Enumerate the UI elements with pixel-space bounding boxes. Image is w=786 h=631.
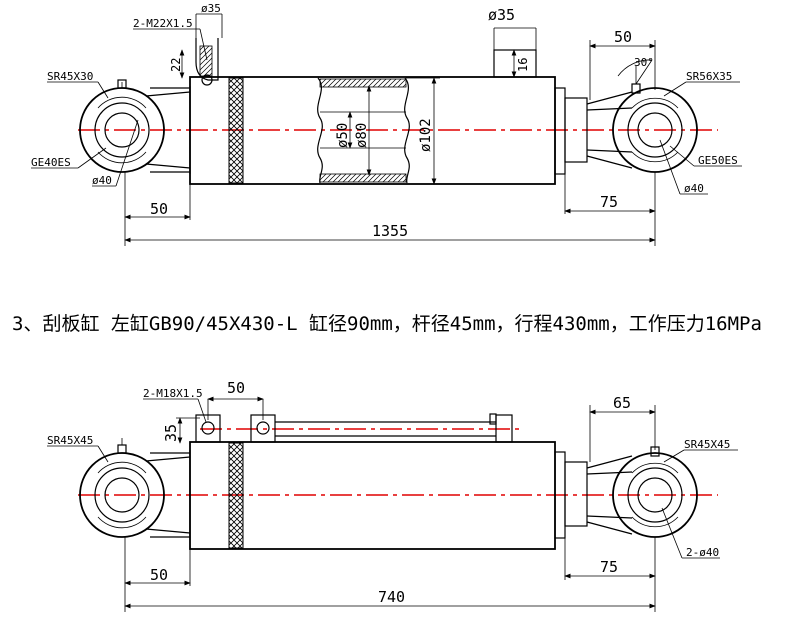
bottom-port-height: 35: [162, 424, 180, 442]
bottom-dim-left: 50: [150, 566, 168, 584]
top-piston-hatch: [228, 77, 244, 184]
top-right-pin: ø40: [684, 182, 704, 195]
top-left-sr: SR45X30: [47, 70, 93, 83]
top-dim-left: 50: [150, 200, 168, 218]
bottom-right-sr: SR45X45: [684, 438, 730, 451]
top-right-bearing: GE50ES: [698, 154, 738, 167]
spec-caption: 3、刮板缸 左缸GB90/45X430-L 缸径90mm，杆径45mm，行程43…: [12, 313, 762, 335]
top-bore-dia: ø80: [354, 123, 370, 148]
top-port-height-right: 16: [516, 58, 530, 72]
top-left-bearing: GE40ES: [31, 156, 71, 169]
bottom-dim-right-top: 65: [613, 394, 631, 412]
top-cylinder-view: 2-M22X1.5 ø35 22 ø35 16 SR45X30 GE40ES ø…: [31, 2, 742, 246]
bottom-cylinder-view: 2-M18X1.5 50 35 SR45X45 SR45X45 2-ø40 65…: [47, 379, 738, 612]
top-port-dia-small: ø35: [201, 2, 221, 15]
bottom-left-sr: SR45X45: [47, 434, 93, 447]
top-outer-dia: ø102: [418, 118, 434, 152]
top-left-eye: [79, 79, 191, 174]
bottom-port-thread: 2-M18X1.5: [143, 387, 203, 400]
top-dim-right: 75: [600, 193, 618, 211]
top-dim-right-top: 50: [614, 28, 632, 46]
bottom-port-spacing: 50: [227, 379, 245, 397]
top-port-dia-right: ø35: [488, 6, 515, 24]
top-port-thread: 2-M22X1.5: [133, 17, 193, 30]
top-port-height: 22: [169, 58, 183, 72]
top-left-pin: ø40: [92, 174, 112, 187]
top-right-sr: SR56X35: [686, 70, 732, 83]
bottom-piston-hatch: [228, 442, 244, 549]
top-angle: 30°: [634, 56, 654, 69]
top-rod-dia: ø50: [335, 123, 351, 148]
top-dim-total: 1355: [372, 222, 408, 240]
bottom-dim-right: 75: [600, 558, 618, 576]
bottom-pins: 2-ø40: [686, 546, 719, 559]
bottom-dim-total: 740: [378, 588, 405, 606]
